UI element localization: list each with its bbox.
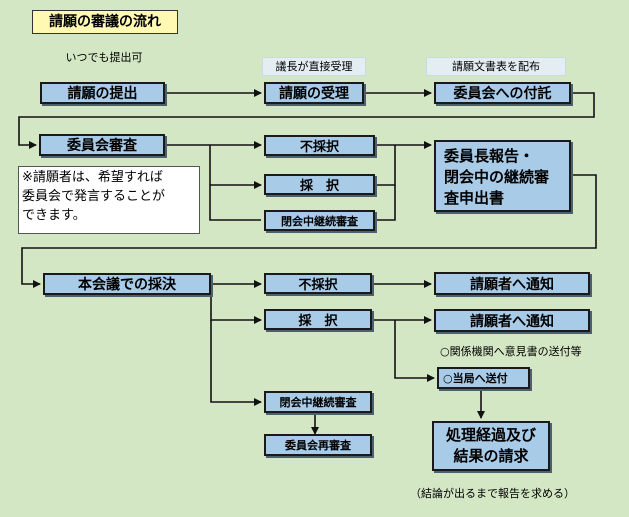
speaking-note-line-2: 委員会で発言することが bbox=[22, 189, 166, 204]
box-plenary-vote: 本会議での採決 bbox=[43, 273, 211, 295]
box-notify-1: 請願者へ通知 bbox=[434, 272, 590, 295]
speaking-note: ※請願者は、希望すれば 委員会で発言することが できます。 bbox=[18, 166, 200, 234]
box-receipt: 請願の受理 bbox=[264, 82, 364, 104]
box-submit: 請願の提出 bbox=[40, 82, 165, 104]
result-request-line-2: 結果の請求 bbox=[453, 447, 529, 465]
chair-report-line-3: 査申出書 bbox=[444, 189, 505, 207]
box-notify-2: 請願者へ通知 bbox=[434, 309, 590, 332]
text-conclusion-note: （結論が出るまで報告を求める） bbox=[410, 487, 575, 500]
note-distribute: 請願文書表を配布 bbox=[426, 57, 566, 76]
text-opinion-letter: ○関係機関へ意見書の送付等 bbox=[440, 345, 582, 358]
speaking-note-line-3: できます。 bbox=[22, 208, 86, 223]
box-committee-review: 委員会審査 bbox=[39, 134, 165, 156]
box-adopt-2: 採 択 bbox=[264, 309, 372, 330]
speaking-note-line-1: ※請願者は、希望すれば bbox=[22, 170, 163, 185]
result-request-line-1: 処理経過及び bbox=[445, 426, 536, 444]
box-result-request: 処理経過及び 結果の請求 bbox=[432, 421, 550, 471]
chair-report-line-2: 閉会中の継続審 bbox=[444, 168, 550, 186]
box-chair-report: 委員長報告・ 閉会中の継続審 査申出書 bbox=[434, 140, 571, 212]
box-adopt-1: 採 択 bbox=[264, 174, 375, 195]
note-anytime: いつでも提出可 bbox=[65, 51, 143, 64]
box-reject-1: 不採択 bbox=[264, 135, 375, 156]
chair-report-line-1: 委員長報告・ bbox=[444, 147, 535, 165]
box-continued-review-2: 閉会中継続審査 bbox=[264, 391, 372, 413]
page-title: 請願の審議の流れ bbox=[32, 10, 178, 34]
box-continued-review-1: 閉会中継続審査 bbox=[264, 210, 375, 231]
box-reject-2: 不採択 bbox=[264, 273, 372, 294]
note-direct-receipt: 議長が直接受理 bbox=[262, 57, 366, 76]
box-send-to-authority: ○当局へ送付 bbox=[437, 367, 530, 389]
box-referral: 委員会への付託 bbox=[434, 82, 571, 104]
box-committee-rereview: 委員会再審査 bbox=[264, 434, 372, 456]
